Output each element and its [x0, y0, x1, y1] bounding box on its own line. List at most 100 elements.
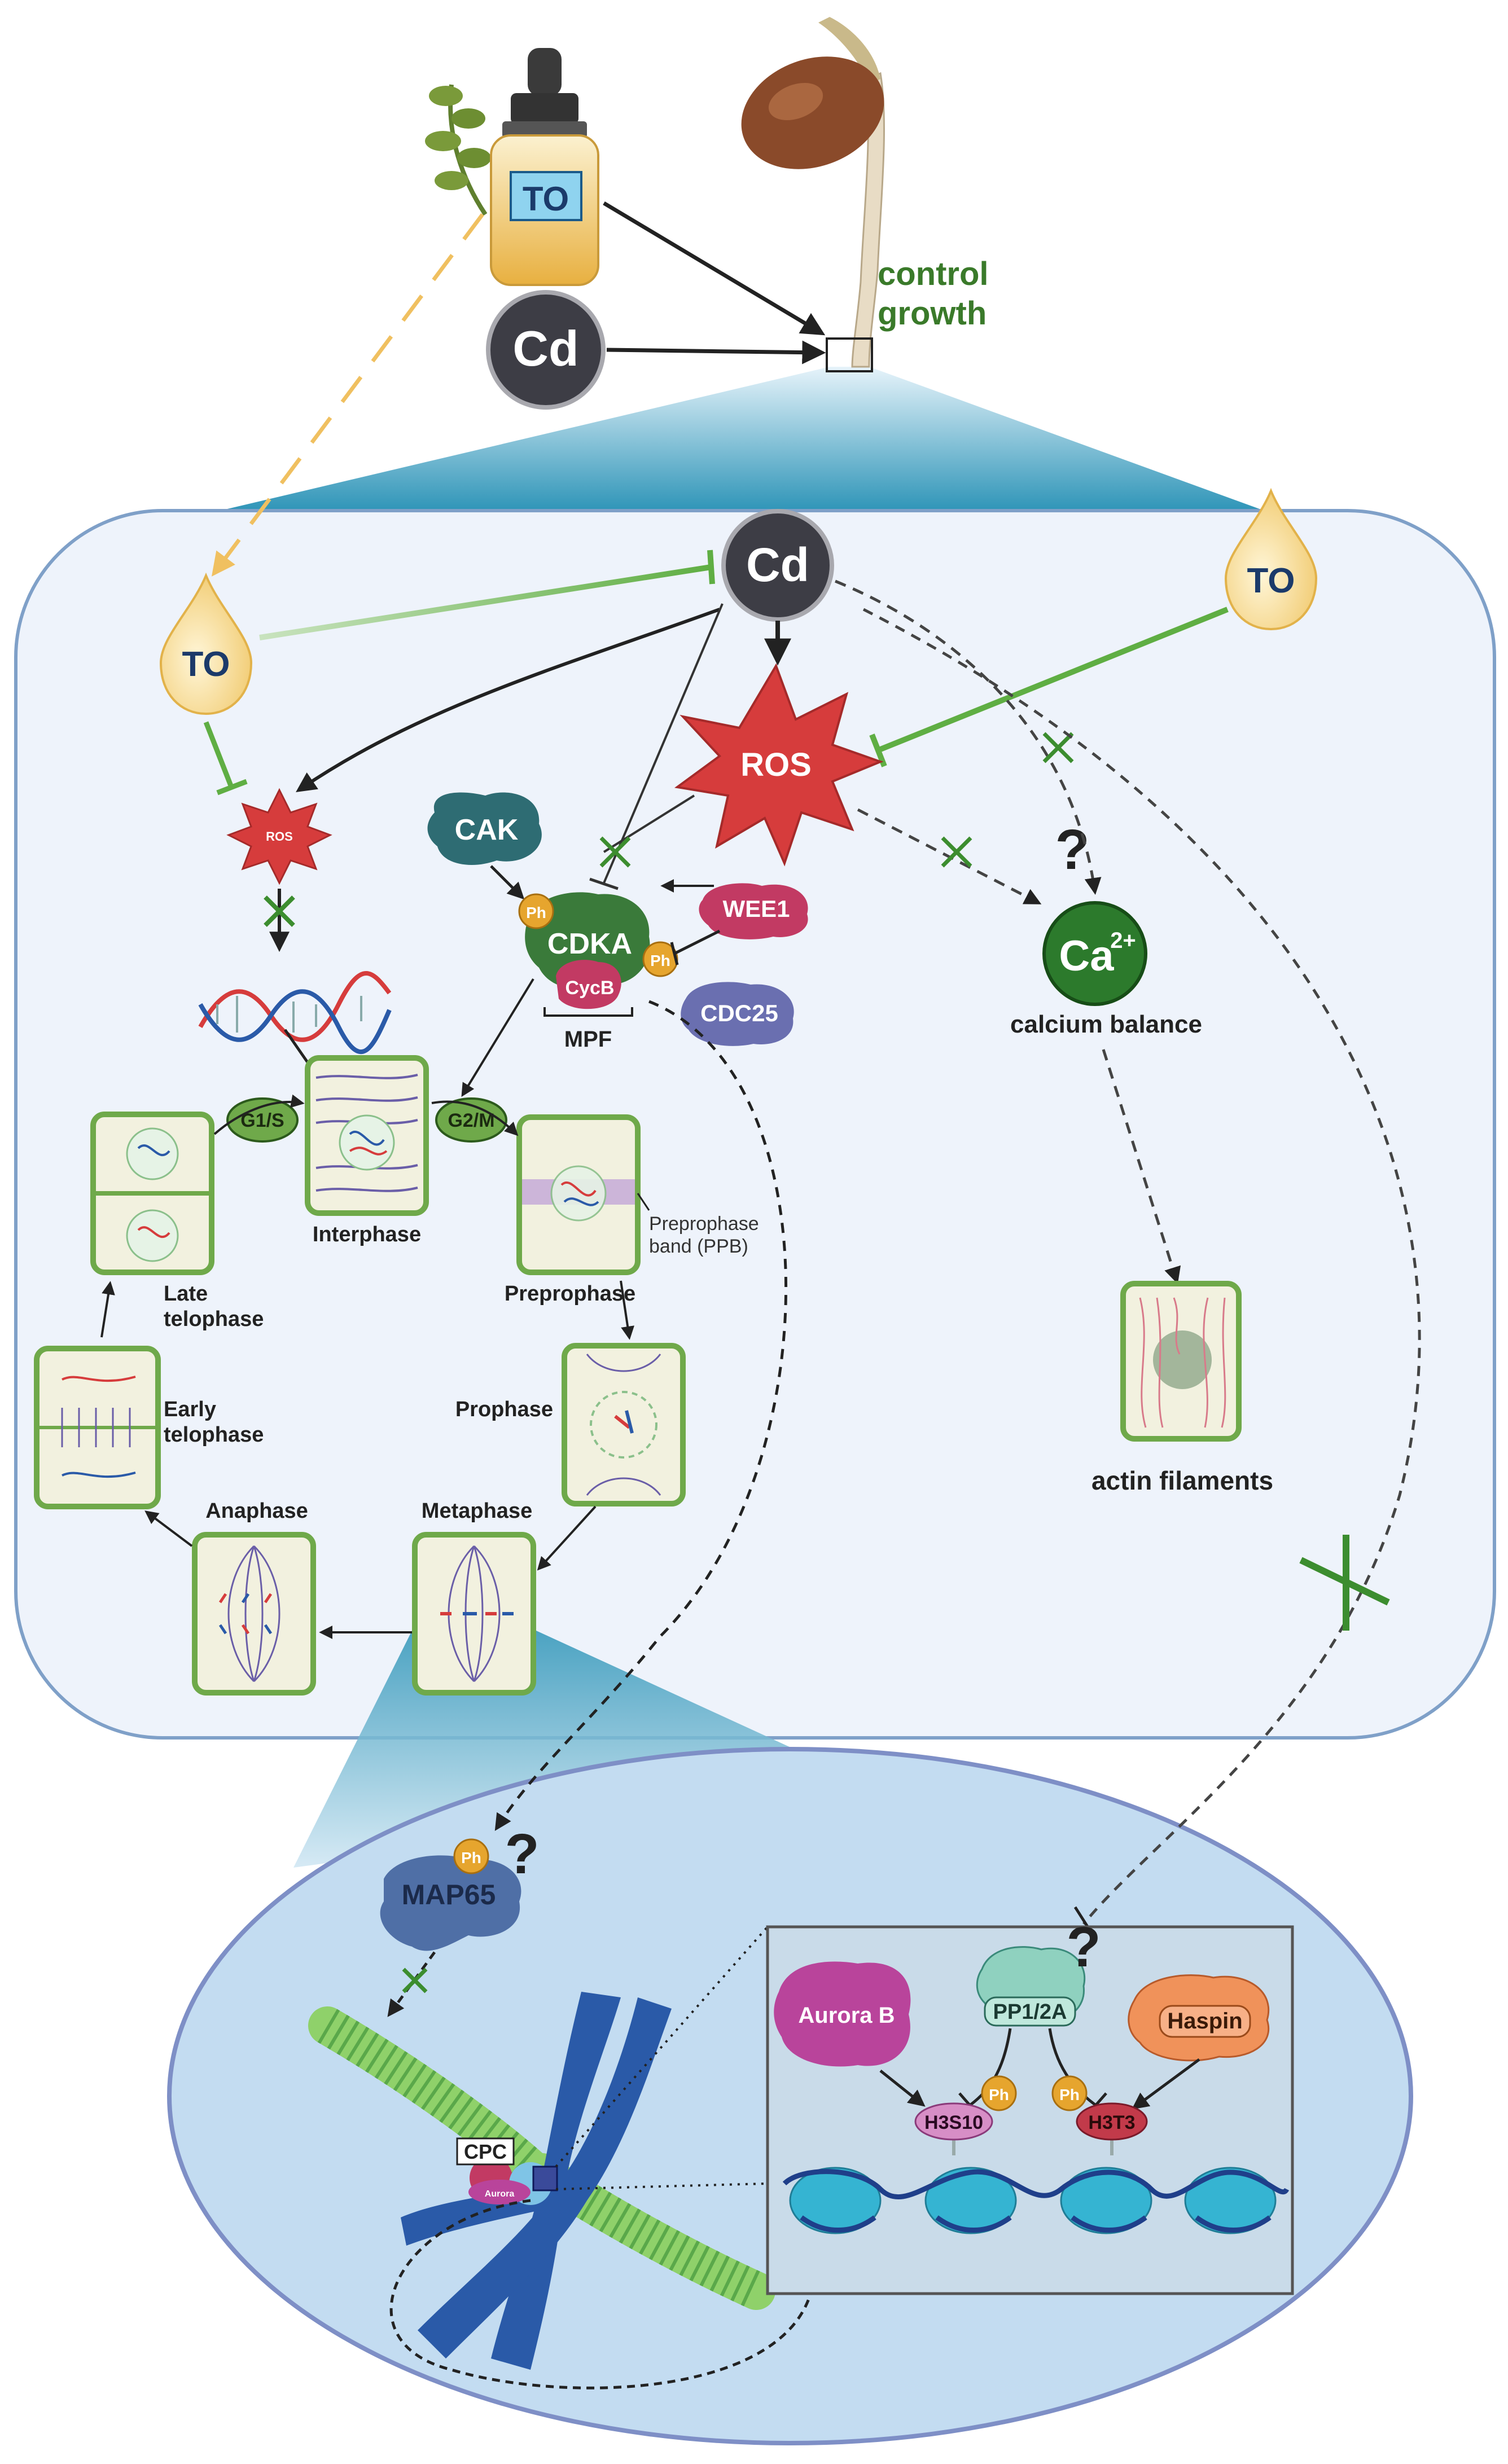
dropper-bottle-icon: [490, 48, 599, 286]
calcium-icon: [1042, 901, 1147, 1006]
centromere-zoom-box: [532, 2166, 558, 2191]
arrow-interphase-preprophase: [431, 1100, 519, 1136]
cdka-label: CDKA: [547, 928, 632, 960]
arrow-cd-small-ros: [296, 608, 721, 793]
mpf-label: MPF: [564, 1027, 612, 1052]
cd-top-icon: [486, 290, 606, 410]
cd-cell-icon: [721, 509, 834, 622]
calcium-balance-label: calcium balance: [1010, 1011, 1202, 1038]
mpf-bracket: [543, 1007, 633, 1017]
ppb-label-1: Preprophase: [649, 1213, 759, 1235]
inhibition-pp1-h3s10: [970, 2028, 1012, 2106]
ppb-leader-line: [637, 1193, 650, 1211]
g2m-badge: [435, 1097, 507, 1143]
anaphase-label: Anaphase: [205, 1499, 308, 1523]
prophase-cell-icon: [562, 1343, 686, 1506]
early-telophase-label-2: telophase: [164, 1423, 264, 1447]
cpc-complex-icon: [468, 2156, 552, 2205]
ph-h3s10-label: Ph: [989, 2086, 1009, 2103]
ros-big-label: ROS: [740, 746, 812, 783]
cd-cell-label: Cd: [746, 538, 809, 591]
g1s-label: G1/S: [240, 1110, 284, 1131]
metaphase-label: Metaphase: [422, 1499, 532, 1523]
inhibition-bar-ros: [869, 734, 887, 767]
wee1-icon: [699, 883, 808, 939]
cak-icon: [427, 792, 542, 865]
zoom-line-top: [555, 1926, 769, 2168]
control-growth-line1: control: [878, 256, 989, 292]
cd-top-label: Cd: [512, 320, 578, 376]
inhibition-pp1-h3t3: [1048, 2028, 1096, 2106]
to-drop-left-label: TO: [182, 645, 230, 684]
h3s10-label: H3S10: [924, 2112, 983, 2133]
arrow-cd-calcium: [835, 579, 1102, 895]
cdc25-icon: [681, 982, 794, 1046]
seedling-icon: [741, 17, 885, 368]
inhibition-wee1: [673, 929, 721, 955]
early-telophase-cell-icon: [34, 1346, 161, 1509]
question-map65: ?: [505, 1822, 539, 1886]
dna-helix-icon: [198, 971, 392, 1055]
ppb-label-2: band (PPB): [649, 1236, 748, 1257]
ph-h3t3-icon: [1051, 2075, 1088, 2111]
question-calcium: ?: [1055, 818, 1089, 881]
arrow-early-late-telophase: [100, 1281, 115, 1338]
g2m-label: G2/M: [448, 1110, 494, 1131]
inhibition-to-ros: [876, 607, 1229, 753]
seedling-zoom-box: [826, 337, 873, 372]
arrow-cdka-g2m: [461, 978, 534, 1097]
to-drop-right-label: TO: [1247, 561, 1295, 600]
map65-icon: [380, 1855, 521, 1951]
ros-small-icon: [226, 788, 332, 885]
cdka-icon: [525, 892, 650, 989]
calcium-superscript: 2+: [1110, 928, 1136, 953]
g1s-badge: [226, 1097, 299, 1143]
pp1-label-box: [984, 1996, 1076, 2027]
haspin-label-box: [1159, 2005, 1251, 2038]
nucleosome-array-icon: [782, 2167, 1290, 2234]
inhibition-to-small-ros: [203, 721, 234, 788]
arrow-ros-calcium: [857, 808, 1042, 904]
question-pp1: ?: [1066, 1916, 1101, 1979]
arrow-calcium-actin: [1102, 1049, 1181, 1284]
zoom-wedge-top: [220, 367, 1264, 511]
block-x-dna: [264, 895, 295, 927]
ros-small-label: ROS: [266, 829, 293, 844]
cpc-label-box: [456, 2137, 515, 2166]
ph-h3s10-icon: [981, 2075, 1017, 2111]
inhibition-bar-wee1: [670, 942, 679, 965]
calcium-label: Ca: [1059, 932, 1114, 980]
interphase-label: Interphase: [313, 1223, 421, 1246]
block-x-large: [1299, 1535, 1390, 1631]
pp1-label: PP1/2A: [993, 2000, 1067, 2024]
ph-map65-label: Ph: [461, 1849, 481, 1866]
cak-label: CAK: [455, 814, 519, 846]
haspin-label: Haspin: [1167, 2009, 1242, 2033]
late-telophase-cell-icon: [90, 1112, 214, 1275]
arrow-cdka-map65: [494, 1000, 788, 1831]
arrow-haspin-h3t3: [1132, 2058, 1200, 2110]
control-growth-line2: growth: [878, 295, 987, 332]
h3t3-badge: [1076, 2102, 1148, 2141]
arrow-cak-cdka: [490, 865, 525, 900]
block-x-ros-calcium: [941, 836, 972, 868]
cpc-label: CPC: [464, 2140, 507, 2163]
ph-cdka-left-label: Ph: [526, 904, 546, 921]
early-telophase-label-1: Early: [164, 1398, 216, 1421]
arrow-cd-pp1: [862, 608, 1421, 1925]
arrow-to-seedling: [603, 201, 826, 336]
arrow-to-uptake-dashed: [211, 213, 484, 577]
interphase-cell-icon: [305, 1055, 429, 1216]
anaphase-cell-icon: [192, 1532, 316, 1696]
inhibition-bar-cd-cdka: [589, 877, 619, 890]
ph-cdka-right-label: Ph: [650, 952, 670, 969]
block-x-map65: [402, 1967, 428, 1993]
preprophase-cell-icon: [516, 1114, 641, 1275]
inhibition-bar-small-ros: [216, 779, 248, 796]
inhibition-bar-cd: [707, 550, 715, 585]
arrow-telophase-interphase: [213, 1094, 305, 1135]
actin-cell-icon: [1120, 1281, 1242, 1442]
block-x-cd-calcium: [1042, 732, 1074, 763]
aurora-small-label: Aurora: [485, 2189, 515, 2199]
to-bottle-label: TO: [523, 180, 569, 218]
